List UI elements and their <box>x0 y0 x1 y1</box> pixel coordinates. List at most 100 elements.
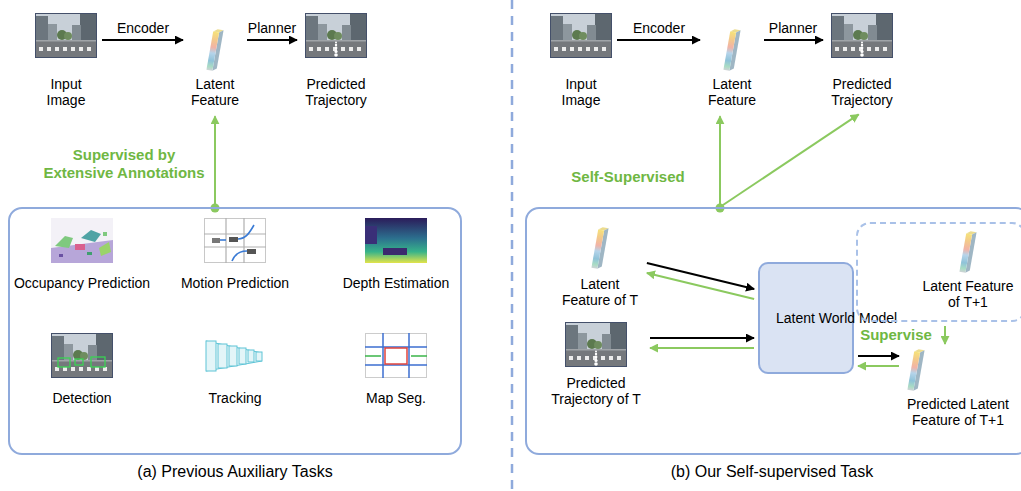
art-part <box>59 254 63 257</box>
task-node: Occupancy Prediction <box>12 218 152 295</box>
art-part <box>229 237 238 242</box>
panel-caption: (a) Previous Auxiliary Tasks <box>137 462 332 481</box>
edge-label: Encoder <box>631 20 687 36</box>
connector <box>764 39 823 41</box>
feature-icon <box>723 28 740 71</box>
connector <box>650 337 754 339</box>
art-part <box>87 252 92 255</box>
art-part <box>366 334 427 378</box>
task-node: Tracking <box>206 333 263 410</box>
trajectory-image <box>831 13 893 58</box>
figure-space <box>82 333 83 390</box>
art-part <box>232 251 247 261</box>
art-part <box>220 239 226 241</box>
connector <box>719 116 721 207</box>
art-part <box>91 357 105 367</box>
detection-icon <box>51 333 113 378</box>
edge-label: Planner <box>246 20 298 36</box>
art-part <box>218 344 227 368</box>
figure-space <box>82 218 83 275</box>
connector <box>650 347 754 349</box>
figure-label: Tracking <box>208 390 261 406</box>
figure-space <box>336 13 337 76</box>
occupancy-icon <box>51 218 113 263</box>
art-part <box>247 249 256 254</box>
motion-icon <box>204 218 266 263</box>
map-icon <box>365 333 427 378</box>
edge-label: Self-Supervised <box>569 168 686 186</box>
art-part <box>103 232 107 236</box>
art-part <box>51 218 113 263</box>
art-part <box>383 248 407 255</box>
art-part <box>205 219 266 263</box>
feature-node: Latent Feature of T <box>557 226 643 312</box>
model-box: Latent World Model <box>758 262 854 374</box>
connector <box>247 39 297 41</box>
task-node: Depth Estimation <box>341 218 452 295</box>
task-panel: Latent Feature of T Latent World Model Lat… <box>525 207 1021 455</box>
trajectory-image <box>565 322 627 367</box>
figure-space <box>234 218 235 275</box>
figure-space <box>862 13 863 76</box>
figure-label: Input Image <box>36 76 96 108</box>
art-part <box>248 350 254 362</box>
figure-space <box>215 28 216 76</box>
task-node: Map Seg. <box>364 333 428 410</box>
figure-label: Latent Feature <box>189 76 241 108</box>
figure-label: Motion Prediction <box>181 275 289 291</box>
image-node: Input Image <box>549 13 613 112</box>
art-part <box>229 346 237 366</box>
input-image <box>35 13 97 58</box>
target-box: Latent Feature of T+1 <box>856 222 1021 322</box>
figure-space <box>581 13 582 76</box>
feature-node: Latent Feature <box>704 28 760 112</box>
art-part <box>365 333 427 378</box>
connector <box>617 39 700 41</box>
art-part <box>256 352 262 361</box>
figure-space <box>958 348 959 396</box>
art-part <box>239 348 246 364</box>
edge-label: Planner <box>767 20 819 36</box>
panel-caption: (b) Our Self-supervised Task <box>671 462 873 481</box>
connector <box>214 116 216 207</box>
art-part <box>81 230 101 242</box>
image-node: Input Image <box>34 13 98 112</box>
feature-icon <box>591 226 608 269</box>
art-part <box>75 359 83 365</box>
art-part <box>365 226 377 244</box>
art-part <box>385 348 407 364</box>
feature-icon <box>907 348 924 391</box>
task-node: Motion Prediction <box>179 218 291 295</box>
panel-divider <box>511 0 514 491</box>
depth-icon <box>365 218 427 263</box>
image-node: Predicted Trajectory of T <box>546 322 646 411</box>
figure-space <box>234 333 235 390</box>
art-part <box>55 236 73 248</box>
figure-label: Predicted Latent Feature of T+1 <box>905 396 1011 428</box>
figure-label: Occupancy Prediction <box>14 275 150 291</box>
feature-icon <box>959 230 976 273</box>
connector <box>647 273 754 299</box>
tracking-icon <box>206 341 262 371</box>
figure-space <box>596 322 597 375</box>
art-part <box>99 242 111 256</box>
art-part <box>58 358 70 367</box>
feature-node: Latent Feature <box>187 28 243 112</box>
figure-label: Detection <box>52 390 111 406</box>
figure-label: Input Image <box>551 76 611 108</box>
image-node: Predicted Trajectory <box>301 13 371 112</box>
figure-label: Predicted Trajectory of T <box>548 375 644 407</box>
figure-space <box>396 333 397 390</box>
connector <box>720 114 859 207</box>
connector <box>858 365 899 367</box>
edge-label: Supervised by Extensive Annotations <box>37 146 211 182</box>
figure-space <box>66 13 67 76</box>
figure-space <box>395 218 396 275</box>
trajectory-image <box>305 13 367 58</box>
figure-space <box>732 28 733 76</box>
box-label: Latent Feature of T+1 <box>922 278 1015 310</box>
